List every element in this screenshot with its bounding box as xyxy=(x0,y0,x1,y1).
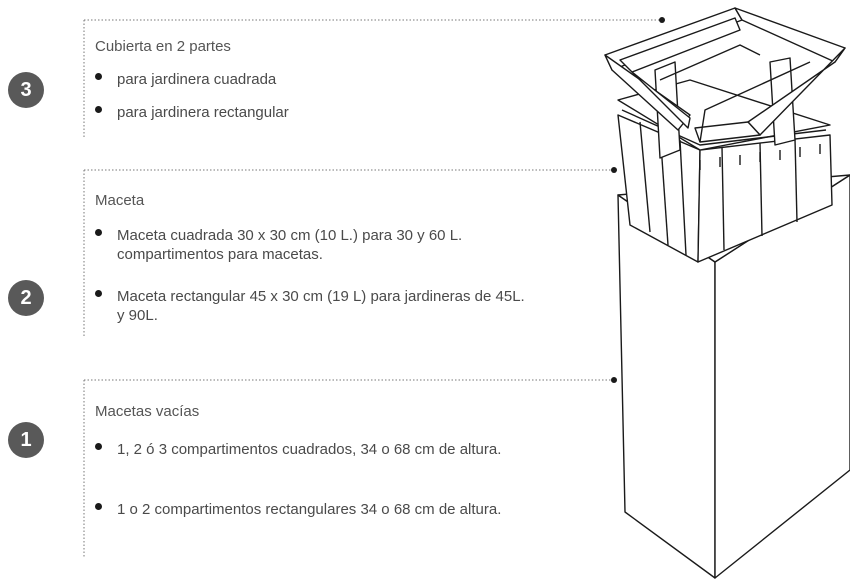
bullet-item: para jardinera rectangular xyxy=(95,103,535,122)
bullet-item: Maceta rectangular 45 x 30 cm (19 L) par… xyxy=(95,287,535,325)
bullet-dot-icon xyxy=(95,290,102,297)
bullet-item: Maceta cuadrada 30 x 30 cm (10 L.) para … xyxy=(95,226,535,264)
step-badge-2: 2 xyxy=(8,280,44,316)
inner-pot-illustration xyxy=(617,57,833,263)
bullet-dot-icon xyxy=(95,73,102,80)
bullet-item: 1 o 2 compartimentos rectangulares 34 o … xyxy=(95,500,570,519)
bullet-text: 1 o 2 compartimentos rectangulares 34 o … xyxy=(117,501,502,518)
bullet-dot-icon xyxy=(95,503,102,510)
leader-dot-1 xyxy=(611,377,617,383)
bullet-dot-icon xyxy=(95,443,102,450)
bullet-dot-icon xyxy=(95,229,102,236)
section-title-3: Cubierta en 2 partes xyxy=(95,38,231,55)
bullet-text: para jardinera cuadrada xyxy=(117,71,277,88)
bullet-text: Maceta rectangular 45 x 30 cm (19 L) par… xyxy=(117,288,525,324)
bullet-text: para jardinera rectangular xyxy=(117,104,289,121)
leader-dot-2 xyxy=(611,167,617,173)
step-badge-1: 1 xyxy=(8,422,44,458)
bullet-item: 1, 2 ó 3 compartimentos cuadrados, 34 o … xyxy=(95,440,570,459)
bullet-dot-icon xyxy=(95,106,102,113)
bullet-item: para jardinera cuadrada xyxy=(95,70,535,89)
leader-dot-3 xyxy=(659,17,665,23)
cover-frame-illustration xyxy=(604,7,846,143)
planter-exploded-illustration xyxy=(604,7,850,579)
bullet-text: Maceta cuadrada 30 x 30 cm (10 L.) para … xyxy=(117,227,463,263)
section-title-2: Maceta xyxy=(95,192,145,209)
step-badge-3: 3 xyxy=(8,72,44,108)
section-title-1: Macetas vacías xyxy=(95,403,200,420)
bullet-text: 1, 2 ó 3 compartimentos cuadrados, 34 o … xyxy=(117,441,502,458)
